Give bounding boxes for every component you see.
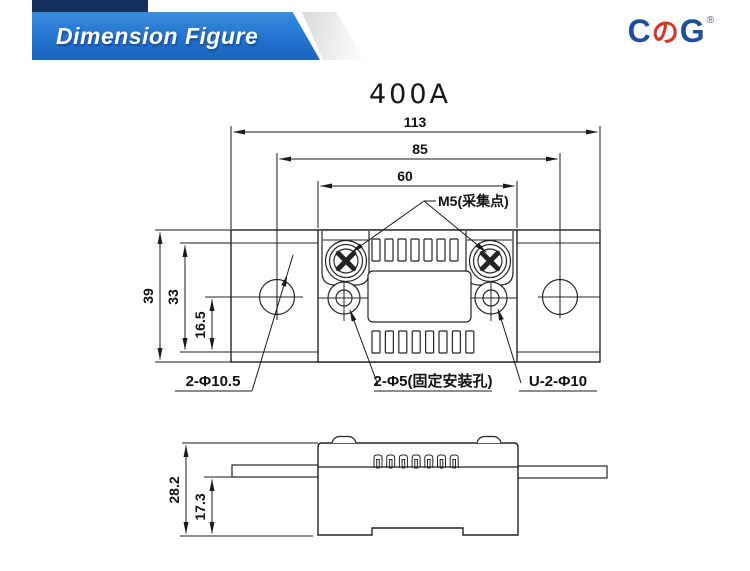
logo-letter-c: C <box>627 13 651 49</box>
dim-85: 85 <box>276 141 561 320</box>
busbar-edge-lines <box>231 242 600 353</box>
connector-pins <box>373 454 459 469</box>
registered-mark: ® <box>706 15 714 26</box>
m5-label: M5(采集点) <box>438 193 509 209</box>
vent-slots-bottom <box>371 330 475 354</box>
dim-60: 60 <box>317 168 518 228</box>
header-accent-bar <box>32 0 148 12</box>
fixing-holes-label: 2-Φ5(固定安装孔) <box>374 372 493 390</box>
dim-39: 39 <box>140 229 231 363</box>
m5-leader: M5(采集点) <box>351 193 509 253</box>
dim-113: 113 <box>230 114 601 229</box>
m5-screw-right <box>468 239 512 283</box>
top-bumps <box>331 435 502 444</box>
callout-end-holes: 2-Φ10.5 <box>175 254 294 392</box>
dim-33: 33 <box>165 242 231 353</box>
end-holes-label: 2-Φ10.5 <box>186 373 241 390</box>
fixing-hole-right <box>465 281 517 321</box>
dim-28-2-label: 28.2 <box>166 476 182 503</box>
dim-60-label: 60 <box>397 168 413 184</box>
logo-letter-g: G <box>679 13 705 49</box>
fixing-hole-left <box>318 281 370 321</box>
m5-screw-left <box>324 239 368 283</box>
side-body-outline <box>317 442 519 536</box>
dim-16-5: 16.5 <box>192 299 215 350</box>
dim-17-3-label: 17.3 <box>192 493 208 520</box>
drawing-title: 400A <box>369 79 451 110</box>
counterbore-label: U-2-Φ10 <box>529 373 587 390</box>
callout-fixing-holes: 2-Φ5(固定安装孔) <box>349 309 493 392</box>
dim-28-2: 28.2 <box>166 442 318 537</box>
dim-113-label: 113 <box>404 114 427 130</box>
dim-33-label: 33 <box>165 289 181 305</box>
center-window <box>367 270 472 323</box>
top-view: 113 85 60 M5(采集点) 39 <box>140 114 601 392</box>
banner-title: Dimension Figure <box>56 22 259 49</box>
side-view: 28.2 17.3 <box>166 435 608 537</box>
vent-slots-top <box>371 238 459 262</box>
tab-left <box>231 464 319 478</box>
dim-85-label: 85 <box>412 141 428 157</box>
brand-logo: C の G ® <box>628 15 714 47</box>
tab-right <box>517 465 608 479</box>
callout-counterbore: U-2-Φ10 <box>497 308 597 392</box>
dim-17-3: 17.3 <box>192 476 237 534</box>
dim-39-label: 39 <box>140 288 156 304</box>
logo-letter-no: の <box>651 18 679 48</box>
header-banner: Dimension Figure <box>32 12 320 60</box>
dim-16-5-label: 16.5 <box>192 311 208 338</box>
